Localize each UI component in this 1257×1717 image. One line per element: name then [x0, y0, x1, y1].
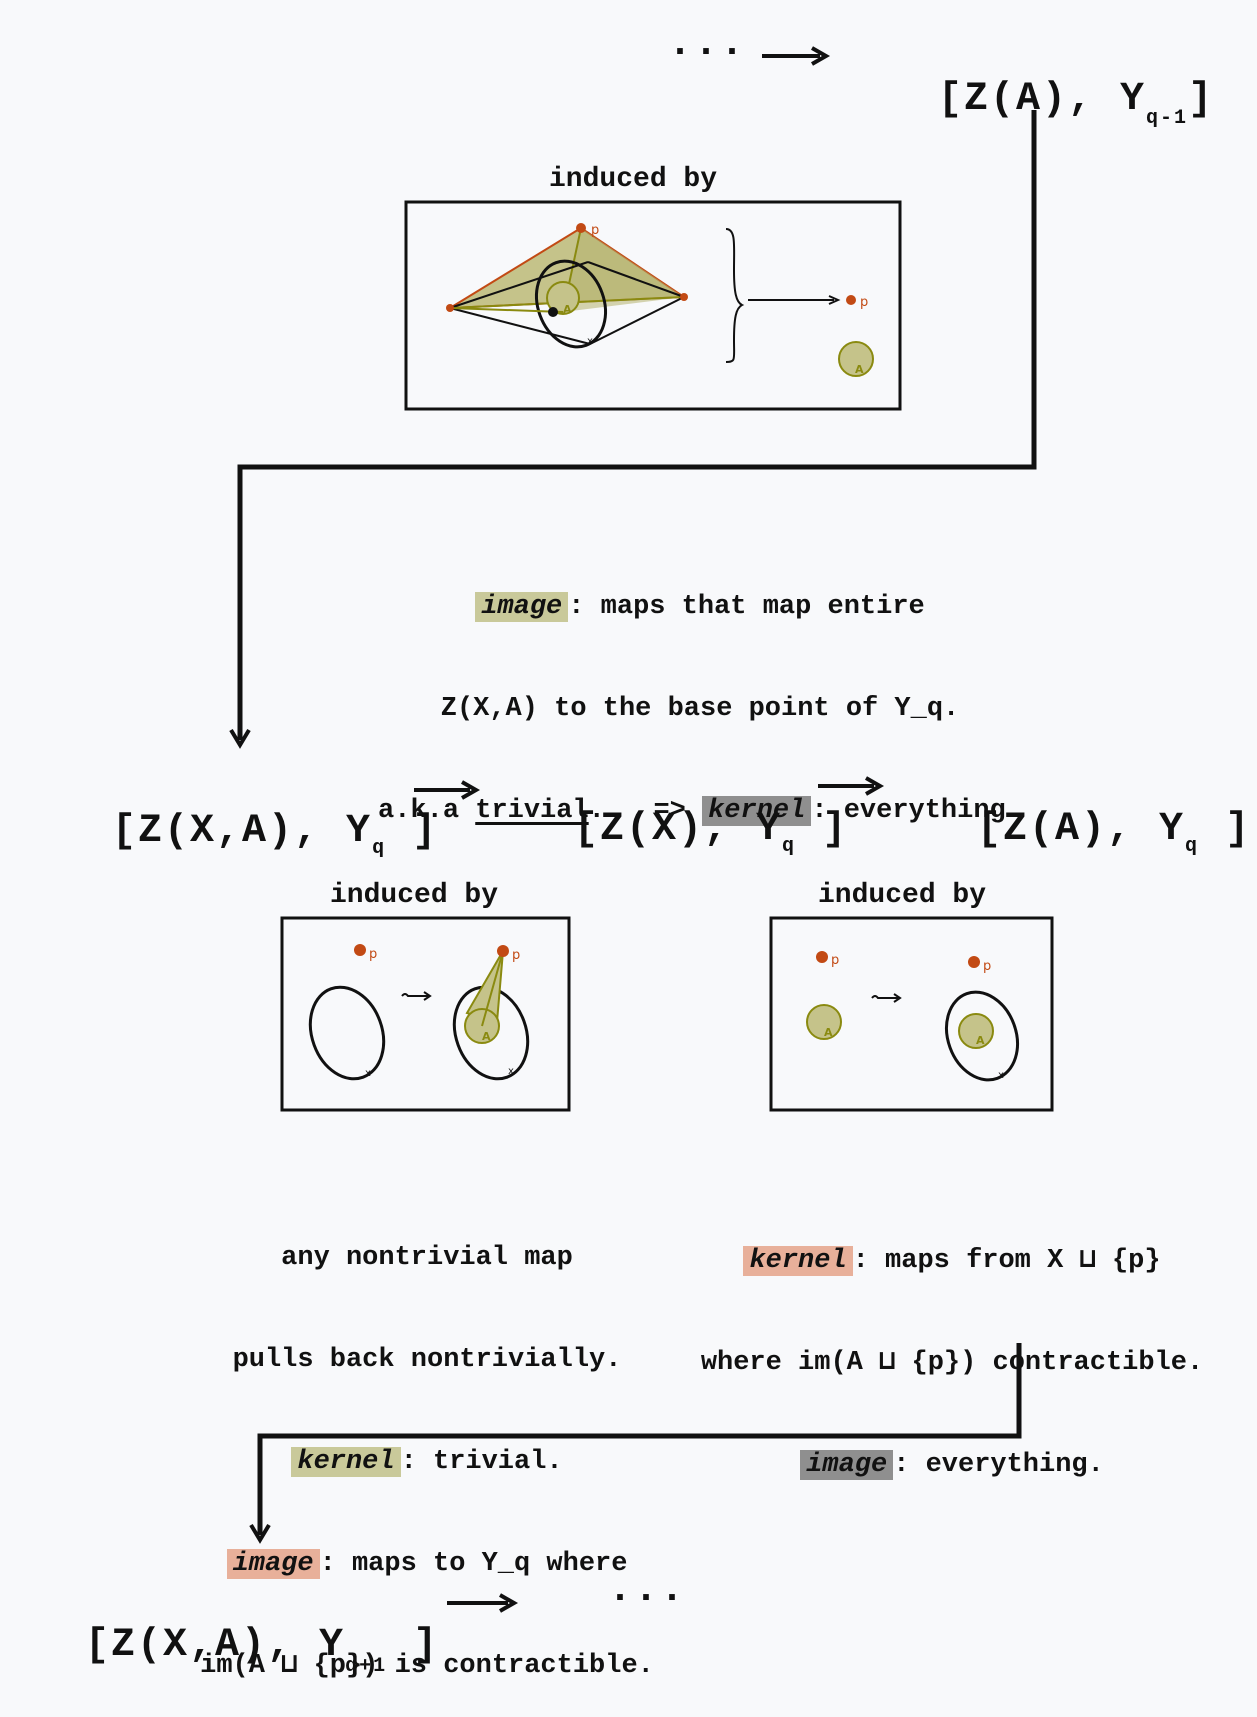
right-box-label: induced by: [818, 880, 987, 911]
svg-text:p: p: [983, 959, 991, 974]
brace-map-to-point: p A: [725, 228, 874, 377]
middle-term-3: [Z(A), Yq ]: [977, 807, 1252, 858]
connecting-map-label: induced by: [549, 164, 718, 195]
point-right: [680, 293, 688, 301]
middle-term-2: [Z(X), Yq ]: [574, 807, 849, 858]
kernel-term-highlight: kernel: [702, 796, 812, 826]
svg-text:p: p: [860, 295, 868, 310]
lower-connecting-arrow: [249, 1343, 1022, 1544]
top-target-subscript: q-1: [1146, 107, 1189, 130]
top-target-term: [Z(A), Yq-1]: [938, 77, 1215, 130]
connecting-map-box: [404, 200, 902, 411]
point-p-top: [576, 223, 586, 233]
cone-illustration: p A x: [446, 223, 688, 349]
bottom-ellipsis: ···: [608, 1576, 687, 1621]
left-box-illustration: p x p A x: [308, 944, 530, 1081]
svg-text:p: p: [369, 947, 377, 962]
bottom-arrow: [447, 1593, 519, 1613]
svg-text:x: x: [365, 1068, 371, 1079]
point-left: [446, 304, 454, 312]
top-arrow: [762, 46, 831, 66]
svg-text:A: A: [824, 1026, 833, 1039]
middle-term-1: [Z(X,A), Yq ]: [112, 809, 439, 860]
trivial-underline: trivial: [475, 796, 589, 826]
svg-text:p: p: [591, 223, 599, 238]
svg-text:p: p: [831, 953, 839, 968]
middle-arrow-1: [414, 780, 481, 800]
left-note: any nontrivial map pulls back nontrivial…: [200, 1243, 654, 1681]
svg-text:x: x: [998, 1070, 1004, 1081]
left-box-label: induced by: [330, 880, 499, 911]
top-ellipsis: ···: [668, 30, 747, 75]
right-box-illustration: p A p A x: [806, 951, 1019, 1082]
bottom-term: [Z(X,A), Yq+1 ]: [85, 1623, 440, 1678]
connecting-map-arrow: [229, 110, 1037, 749]
svg-text:A: A: [482, 1030, 491, 1043]
svg-text:A: A: [855, 363, 864, 376]
image-term-highlight: image: [475, 592, 569, 622]
right-image-highlight: image: [800, 1450, 894, 1480]
right-kernel-highlight: kernel: [743, 1246, 853, 1276]
left-kernel-highlight: kernel: [291, 1447, 401, 1477]
svg-text:A: A: [976, 1034, 985, 1047]
connecting-map-note: image: maps that map entire Z(X,A) to th…: [378, 592, 1022, 826]
middle-arrow-2: [818, 776, 885, 796]
right-note: kernel: maps from X ⊔ {p} where im(A ⊔ {…: [700, 1246, 1204, 1480]
svg-text:x: x: [587, 336, 593, 347]
left-box: [280, 916, 571, 1112]
svg-text:p: p: [512, 948, 520, 963]
right-box: [769, 916, 1054, 1112]
left-image-highlight: image: [226, 1549, 320, 1579]
svg-text:A: A: [563, 303, 572, 316]
svg-text:x: x: [508, 1066, 514, 1077]
diagram-canvas: p A x p A p x p A x: [229, 46, 1054, 1613]
